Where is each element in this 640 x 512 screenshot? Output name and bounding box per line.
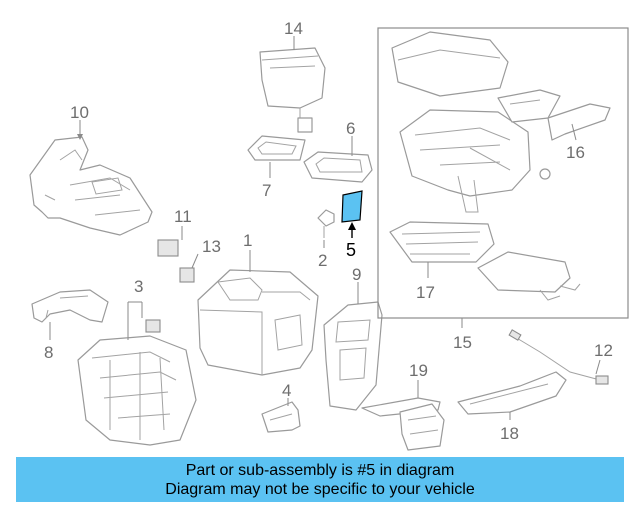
callout-19: 19 [409, 361, 428, 380]
part-18-cover [457, 371, 567, 420]
callout-12: 12 [594, 341, 613, 360]
callout-9: 9 [352, 265, 361, 284]
part-17-tray [389, 221, 495, 278]
banner-line-2: Diagram may not be specific to your vehi… [165, 480, 475, 498]
callout-14: 14 [284, 19, 303, 38]
part-1-console-body [197, 250, 319, 376]
part-8-bracket [31, 289, 109, 340]
callout-2: 2 [318, 251, 327, 270]
part-12-cable [508, 329, 609, 385]
callout-16: 16 [566, 143, 585, 162]
part-5-highlighted [341, 190, 363, 238]
part-14-storage-bin [259, 36, 326, 133]
part-3-base-bracket [77, 301, 197, 446]
callout-8: 8 [44, 343, 53, 362]
assembly-15-group-box [377, 27, 629, 319]
bottom-tray [477, 251, 581, 301]
callout-10: 10 [70, 103, 89, 122]
part-2-clip [317, 209, 335, 248]
callout-13: 13 [202, 237, 221, 256]
part-19-lever [361, 380, 445, 451]
armrest-hinge-assembly [399, 109, 531, 213]
callout-15: 15 [453, 333, 472, 352]
part-7-mat [247, 135, 306, 178]
callout-18: 18 [500, 424, 519, 443]
part-10-console-frame [29, 120, 153, 236]
callout-17: 17 [416, 283, 435, 302]
part-11-switch [157, 226, 183, 257]
part-13-switch [179, 253, 199, 283]
banner-line-1: Part or sub-assembly is #5 in diagram [185, 461, 455, 479]
callout-4: 4 [282, 381, 291, 400]
callout-1: 1 [243, 231, 252, 250]
callout-11: 11 [174, 207, 192, 226]
callout-3: 3 [134, 277, 143, 296]
armrest-lid [391, 31, 509, 97]
callout-5: 5 [346, 240, 356, 260]
callout-7: 7 [262, 181, 271, 200]
info-banner: Part or sub-assembly is #5 in diagram Di… [16, 457, 624, 502]
part-6-mat [303, 136, 373, 183]
latch-parts [497, 89, 611, 180]
part-4-clip [261, 398, 301, 433]
part-9-rear-panel [323, 282, 383, 411]
callout-6: 6 [346, 119, 355, 138]
